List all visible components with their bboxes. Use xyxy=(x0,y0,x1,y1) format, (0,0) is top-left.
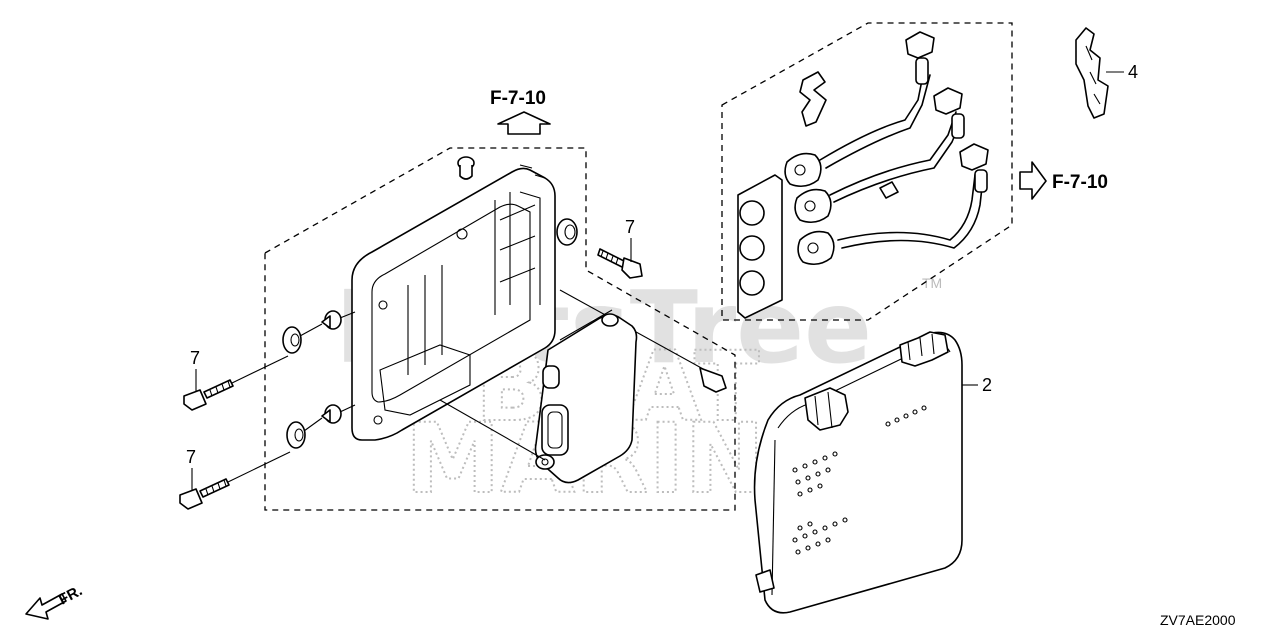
bolt-upper-right[interactable] xyxy=(597,248,643,279)
callout-bolt-upper-left[interactable]: 7 xyxy=(190,348,200,392)
clip[interactable] xyxy=(1075,27,1109,119)
top-reference-label[interactable]: F-7-10 xyxy=(490,88,546,109)
wire-harness[interactable] xyxy=(737,31,989,319)
harness-clip[interactable] xyxy=(799,71,827,127)
cover[interactable] xyxy=(753,331,963,614)
sensor-bottom[interactable] xyxy=(797,230,835,266)
cover-vent-holes xyxy=(792,405,927,555)
bolt-upper-left[interactable] xyxy=(183,355,289,411)
left-assembly-group-box xyxy=(264,147,736,511)
control-module[interactable] xyxy=(439,309,638,484)
right-reference[interactable]: F-7-10 xyxy=(1019,161,1108,200)
up-arrow-icon xyxy=(497,111,551,135)
callout-bolt-upper-right-number[interactable]: 7 xyxy=(625,217,635,237)
plug-end-1[interactable] xyxy=(905,31,935,85)
callout-bolt-upper-right[interactable]: 7 xyxy=(625,217,635,262)
callout-clip-number[interactable]: 4 xyxy=(1128,62,1138,82)
diagram-code: ZV7AE2000 xyxy=(1160,612,1236,628)
pin-top[interactable] xyxy=(457,156,475,180)
plug-end-3[interactable] xyxy=(959,143,989,193)
top-reference[interactable]: F-7-10 xyxy=(490,88,551,135)
grommet-top-right[interactable] xyxy=(556,218,578,246)
callout-bolt-upper-left-number[interactable]: 7 xyxy=(190,348,200,368)
callout-cover[interactable]: 2 xyxy=(962,375,992,395)
mounting-plate[interactable] xyxy=(351,164,556,441)
callout-bolt-lower-left-number[interactable]: 7 xyxy=(186,447,196,467)
callout-cover-number[interactable]: 2 xyxy=(982,375,992,395)
watermark-trademark: TM xyxy=(922,275,942,291)
grommet-upper-left[interactable] xyxy=(282,326,302,354)
collar-upper-left[interactable] xyxy=(299,310,356,337)
sensor-top[interactable] xyxy=(784,152,822,188)
callout-bolt-lower-left[interactable]: 7 xyxy=(186,447,196,490)
right-reference-label[interactable]: F-7-10 xyxy=(1052,172,1108,193)
right-arrow-icon xyxy=(1019,161,1047,200)
grommet-lower-left[interactable] xyxy=(286,421,306,449)
harness-group-box xyxy=(721,22,1013,321)
plug-end-2[interactable] xyxy=(933,87,965,139)
bolt-center-right[interactable] xyxy=(559,289,727,393)
front-direction-indicator: FR. xyxy=(25,582,85,620)
sensor-middle[interactable] xyxy=(794,188,832,224)
bolt-lower-left[interactable] xyxy=(179,451,291,510)
collar-lower-left[interactable] xyxy=(303,404,356,432)
callout-clip[interactable]: 4 xyxy=(1106,62,1138,82)
front-arrow-icon xyxy=(25,593,67,620)
